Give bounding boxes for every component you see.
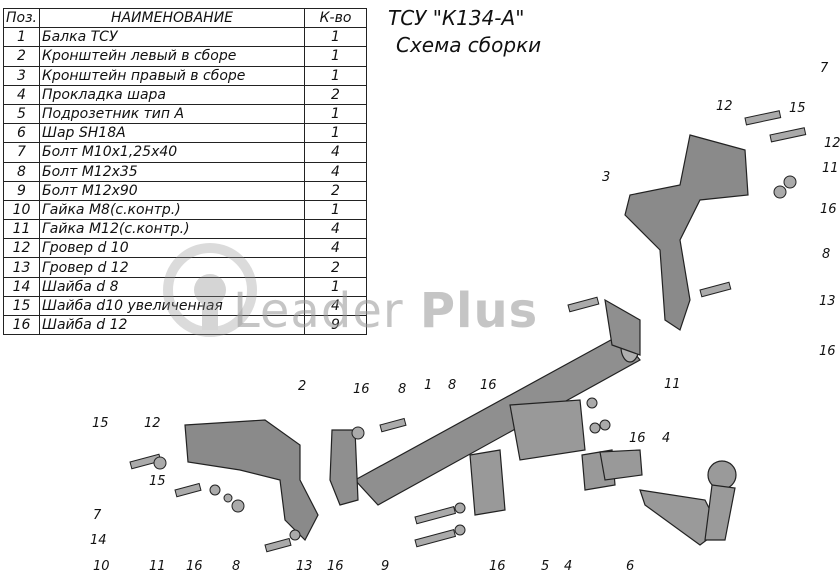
callout: 16: [327, 559, 344, 574]
callouts: 7 12 15 12 3 11 16 8 13 16 16 8 1 8 16 2…: [90, 61, 840, 574]
drawing-title: ТСУ "К134-А": [388, 6, 525, 30]
callout: 4: [564, 559, 572, 574]
callout: 8: [232, 559, 240, 574]
callout: 15: [789, 101, 806, 116]
cell-qty: 4: [304, 295, 367, 317]
ball-plates: [469, 399, 643, 516]
cell-pos: 10: [3, 199, 40, 221]
callout: 12: [144, 416, 161, 431]
callout: 16: [489, 559, 506, 574]
callout: 7: [93, 508, 102, 523]
cell-name: Гровер d 12: [39, 257, 305, 278]
callout: 16: [819, 344, 836, 359]
tow-ball: [639, 460, 737, 546]
callout: 11: [822, 161, 839, 176]
cell-name: Гайка М12(с.контр.): [39, 219, 305, 240]
callout: 6: [626, 559, 634, 574]
cell-qty: 1: [304, 276, 367, 297]
callout: 16: [820, 202, 837, 217]
right-bracket: [624, 134, 749, 331]
callout: 16: [186, 559, 203, 574]
cell-name: Шайба d10 увеличенная: [39, 295, 305, 317]
callout: 16: [353, 382, 370, 397]
cell-name: Гровер d 10: [39, 238, 305, 259]
callout: 8: [448, 378, 456, 393]
cell-qty: 2: [304, 257, 367, 278]
callout: 8: [398, 382, 406, 397]
cell-qty: 9: [304, 314, 367, 336]
cell-qty: 1: [304, 46, 367, 67]
callout: 3: [602, 170, 610, 185]
cell-pos: 15: [3, 295, 40, 317]
callout: 16: [480, 378, 497, 393]
callout: 10: [93, 559, 110, 574]
cell-qty: 4: [304, 238, 367, 259]
cell-name: Шайба d 12: [39, 314, 305, 336]
cell-name: Шайба d 8: [39, 276, 305, 297]
callout: 7: [820, 61, 829, 76]
drawing-subtitle: Схема сборки: [396, 33, 542, 57]
watermark-light: Leader: [233, 283, 420, 339]
cell-qty: 1: [304, 199, 367, 221]
cell-pos: 14: [3, 276, 40, 297]
fasteners: [129, 110, 807, 553]
callout: 9: [381, 559, 389, 574]
callout: 4: [662, 431, 670, 446]
watermark: Leader Plus: [233, 283, 538, 339]
watermark-bold: Plus: [419, 283, 539, 339]
callout: 15: [92, 416, 109, 431]
watermark-logo-icon: [163, 243, 257, 337]
callout: 5: [541, 559, 549, 574]
callout: 12: [716, 99, 733, 114]
callout: 11: [149, 559, 166, 574]
hitch-beam: [329, 298, 641, 506]
callout: 2: [298, 379, 306, 394]
header-pos: Поз.: [3, 7, 40, 29]
callout: 12: [824, 136, 840, 151]
callout: 14: [90, 533, 107, 548]
left-bracket: [184, 419, 319, 542]
callout: 13: [819, 294, 836, 309]
callout: 8: [822, 247, 830, 262]
callout: 11: [664, 377, 681, 392]
callout: 16: [629, 431, 646, 446]
callout: 13: [296, 559, 313, 574]
callout: 15: [149, 474, 166, 489]
callout: 1: [424, 378, 432, 393]
